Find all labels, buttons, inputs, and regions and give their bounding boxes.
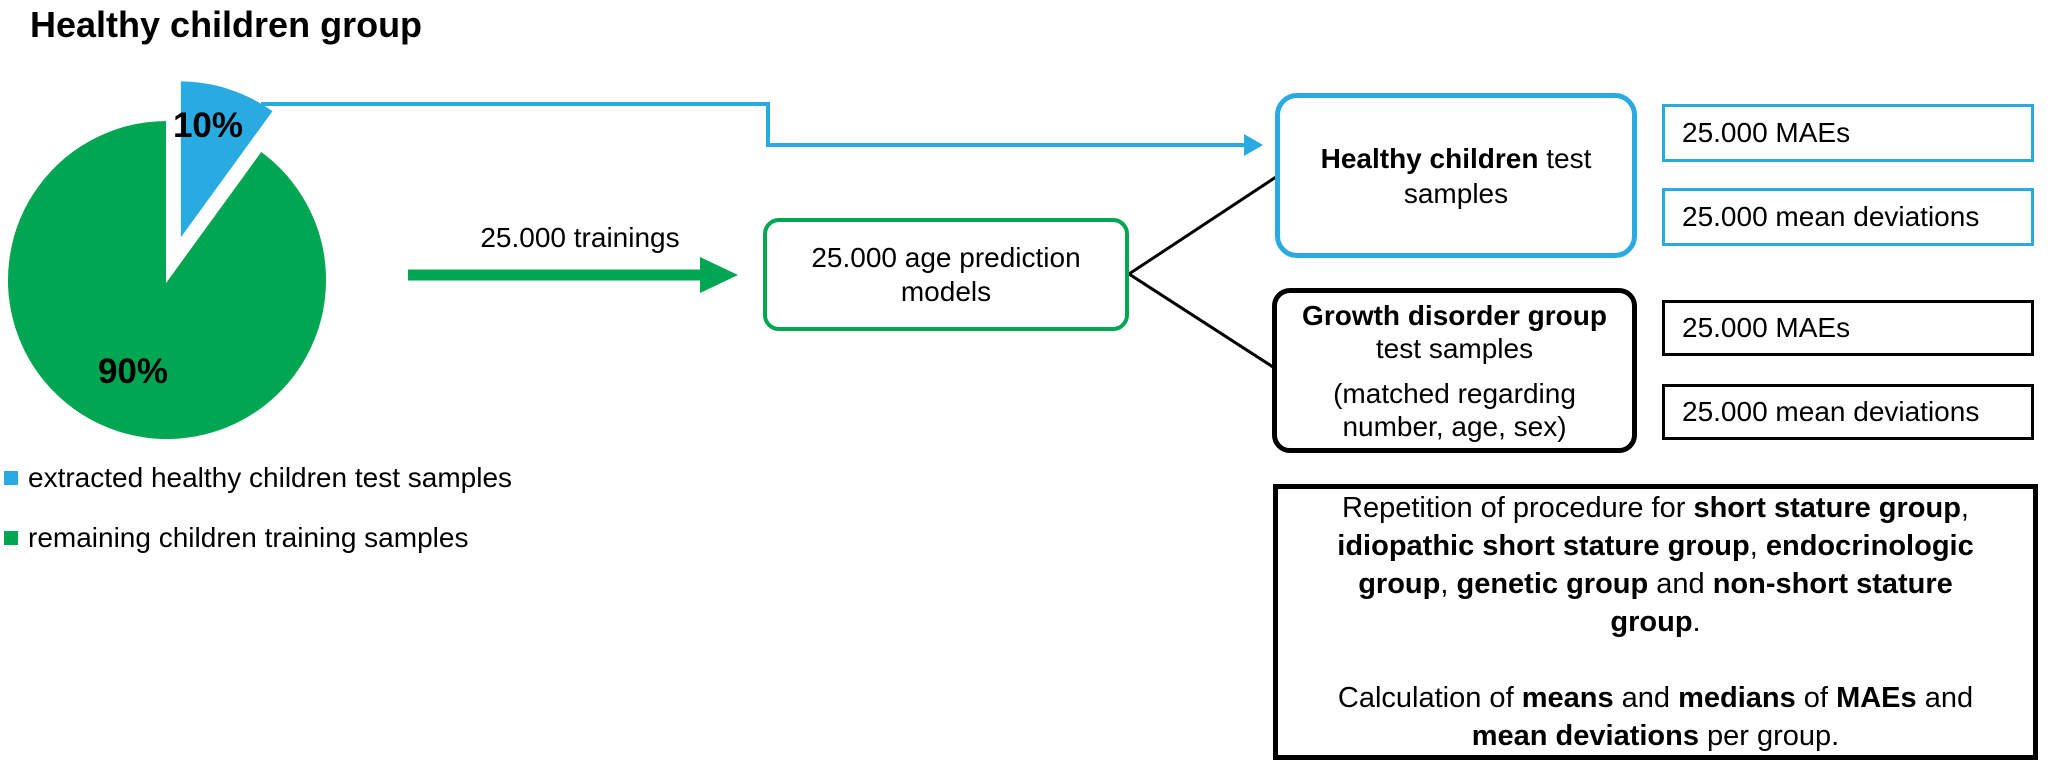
models-box-line1: 25.000 age prediction <box>811 241 1081 273</box>
age-prediction-models-box: 25.000 age prediction models <box>763 218 1129 331</box>
legend-item-training-samples: remaining children training samples <box>4 522 512 553</box>
legend-item-test-samples: extracted healthy children test samples <box>4 462 513 493</box>
pie-legend: extracted healthy children test samples … <box>4 462 513 583</box>
growth-mean-deviations-box: 25.000 mean deviations <box>1662 384 2034 440</box>
repetition-paragraph-1: Repetition of procedure for short statur… <box>1337 492 1974 638</box>
black-connector-upper <box>1128 175 1277 276</box>
calculation-paragraph: Calculation of means and medians of MAEs… <box>1337 682 1974 752</box>
blue-connector-arrow <box>261 102 1263 156</box>
legend-swatch-blue <box>4 471 18 485</box>
figure-title: Healthy children group <box>30 4 423 45</box>
legend-swatch-green <box>4 531 18 545</box>
legend-label: extracted healthy children test samples <box>28 462 513 493</box>
training-arrow <box>408 257 738 293</box>
repetition-procedure-box: Repetition of procedure for short statur… <box>1273 484 2038 760</box>
healthy-mean-deviations-box: 25.000 mean deviations <box>1662 188 2034 246</box>
healthy-maes-box: 25.000 MAEs <box>1662 104 2034 162</box>
pie-slice-label-training: 90% <box>97 352 169 391</box>
legend-label: remaining children training samples <box>28 522 469 553</box>
pie-slice-label-test: 10% <box>172 106 244 145</box>
training-arrow-label: 25.000 trainings <box>480 222 680 253</box>
black-connector-lower <box>1128 272 1274 369</box>
pie-slice-training <box>6 118 328 441</box>
pie-chart <box>6 79 328 441</box>
pie-slice-test <box>178 79 276 244</box>
growth-maes-box: 25.000 MAEs <box>1662 300 2034 356</box>
models-box-line2: models <box>900 275 992 307</box>
